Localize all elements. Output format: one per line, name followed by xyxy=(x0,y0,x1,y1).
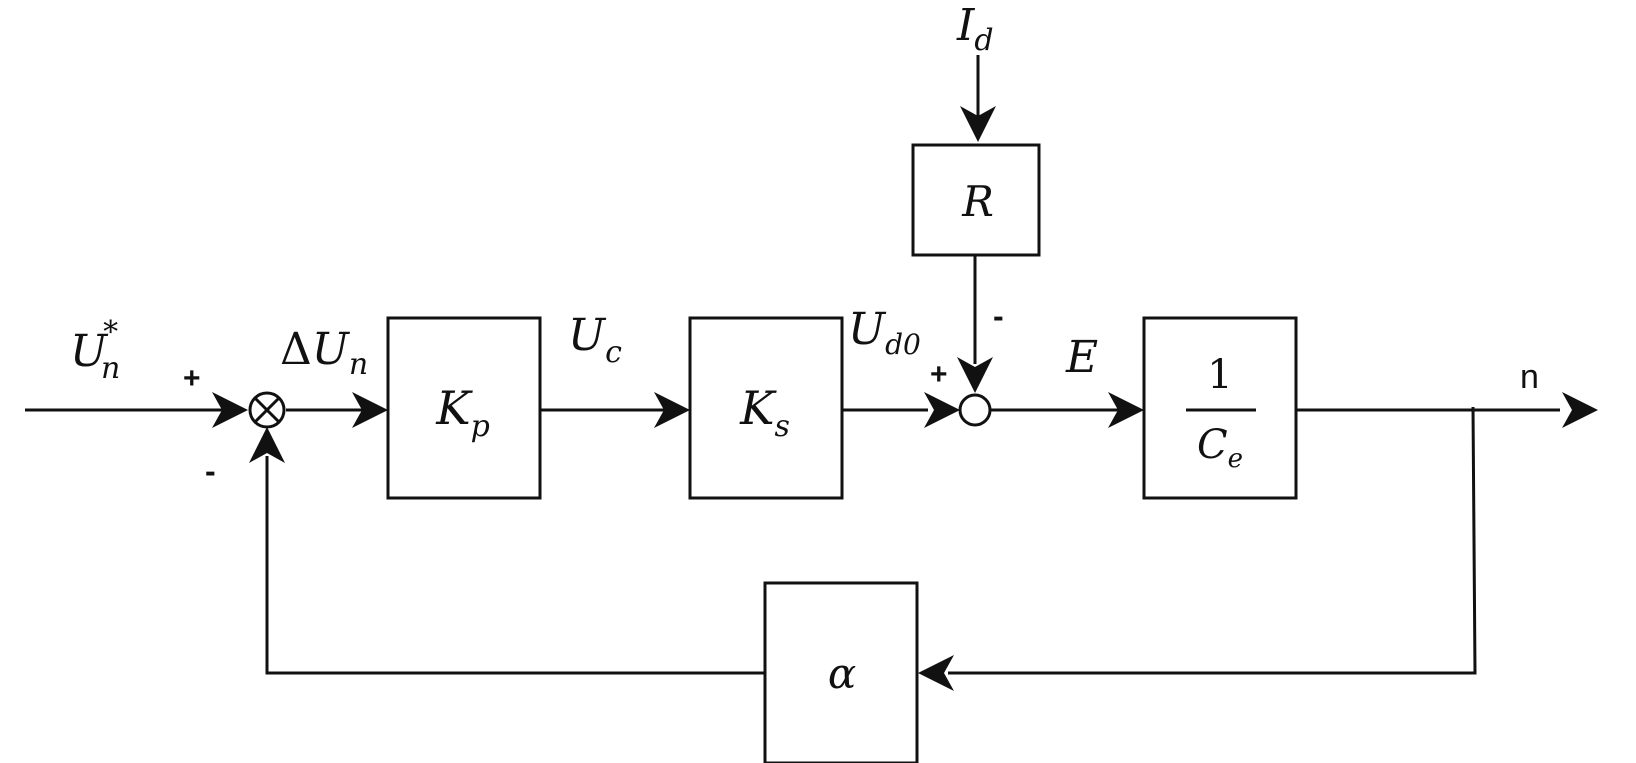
summing-junction-1 xyxy=(248,391,286,429)
feedback-block: α xyxy=(763,581,919,763)
ks-block-label: K xyxy=(739,381,777,435)
sum2-minus-sign: - xyxy=(993,298,1004,334)
kp-block-subscript: p xyxy=(471,409,490,444)
signal-wires xyxy=(25,55,1560,675)
arrow-into-sum2 xyxy=(924,392,960,428)
arrow-into-feedback-block xyxy=(918,655,954,691)
plant-numerator: 1 xyxy=(1207,352,1232,398)
plant-block: 1 Ce xyxy=(1142,316,1298,500)
arrow-into-r xyxy=(960,106,996,142)
svg-text:Ks: Ks xyxy=(739,381,790,444)
kp-block-label: K xyxy=(435,381,473,435)
arrow-into-ks xyxy=(654,392,690,428)
error-signal-delta: Δ xyxy=(280,324,312,375)
disturbance-subscript: d xyxy=(974,23,993,58)
feedback-block-label: α xyxy=(828,649,856,698)
arrow-into-sum1 xyxy=(212,392,248,428)
arrow-output xyxy=(1562,392,1598,428)
disturbance-label: Id xyxy=(956,0,994,58)
error-signal-label: ΔUn xyxy=(280,324,368,382)
emf-label: E xyxy=(1065,332,1098,383)
ks-block: Ks xyxy=(688,316,844,500)
input-signal-main: U xyxy=(70,326,109,377)
error-signal-subscript: n xyxy=(349,347,368,382)
input-signal-label: U*n xyxy=(70,315,120,386)
plant-denominator: C xyxy=(1197,422,1228,468)
kp-block: Kp xyxy=(386,316,542,500)
output-signal-label: n xyxy=(1520,358,1539,396)
ks-block-subscript: s xyxy=(774,409,789,444)
svg-text:Ce: Ce xyxy=(1197,422,1243,474)
converter-output-label: Ud0 xyxy=(848,304,921,361)
disturbance-main: I xyxy=(956,0,976,51)
sum1-minus-sign: - xyxy=(205,453,216,489)
r-block: R xyxy=(911,143,1041,257)
sum1-plus-sign: + xyxy=(183,362,201,395)
controller-output-label: Uc xyxy=(568,310,622,370)
plant-denominator-subscript: e xyxy=(1228,444,1243,474)
controller-output-main: U xyxy=(568,310,607,361)
arrow-into-kp xyxy=(352,392,388,428)
summing-junction-2 xyxy=(958,393,992,427)
arrow-into-sum1-bottom xyxy=(249,427,285,463)
feedback-return-wire xyxy=(265,456,765,675)
input-signal-superscript: * xyxy=(103,315,118,350)
arrowheads xyxy=(212,106,1598,691)
arrow-into-plant xyxy=(1108,392,1144,428)
error-signal-main: U xyxy=(312,324,351,375)
converter-output-main: U xyxy=(848,304,887,355)
input-signal-subscript: n xyxy=(101,351,120,386)
converter-output-subscript: d0 xyxy=(885,328,921,361)
controller-output-subscript: c xyxy=(605,335,622,370)
arrow-into-sum2-top xyxy=(957,357,993,393)
svg-text:Kp: Kp xyxy=(435,381,490,444)
feedback-path-wire xyxy=(948,406,1477,675)
r-block-label: R xyxy=(961,177,994,226)
sum2-plus-sign: + xyxy=(930,358,948,391)
